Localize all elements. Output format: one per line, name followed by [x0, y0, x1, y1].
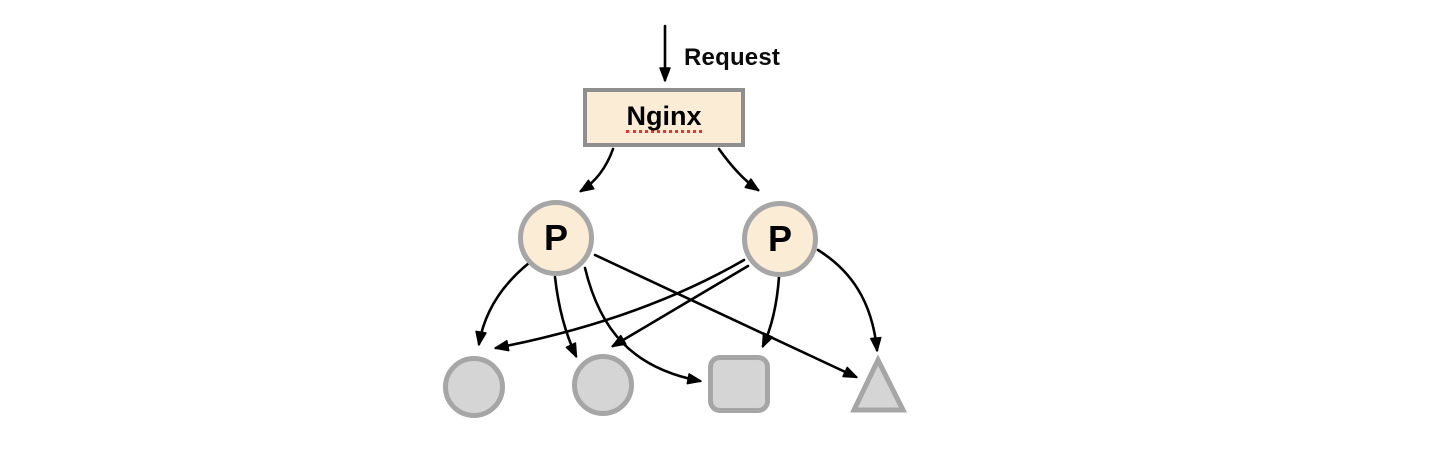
nginx-label: Nginx	[626, 101, 702, 134]
edge-p1-to-circle2	[553, 275, 578, 358]
edge-p1-to-circle1	[475, 261, 531, 346]
request-label: Request	[684, 44, 781, 71]
backend-triangle	[850, 354, 908, 413]
edge-nginx-to-p2	[717, 147, 760, 192]
backend-circle-1	[443, 356, 505, 418]
backend-circle-2	[572, 354, 634, 416]
edge-p2-to-circle2	[611, 264, 750, 348]
edge-p2-to-square	[761, 275, 781, 348]
nginx-node: Nginx	[583, 88, 745, 147]
edge-p2-to-triangle	[816, 248, 882, 352]
edge-p2-to-circle1	[494, 258, 746, 352]
process-node-1-label: P	[543, 217, 568, 258]
process-node-2-label: P	[767, 218, 792, 259]
backend-square	[708, 355, 770, 413]
process-node-1: P	[518, 200, 594, 276]
process-node-2: P	[742, 201, 818, 277]
edge-nginx-to-p1	[579, 147, 615, 193]
edge-p1-to-triangle	[593, 253, 858, 379]
